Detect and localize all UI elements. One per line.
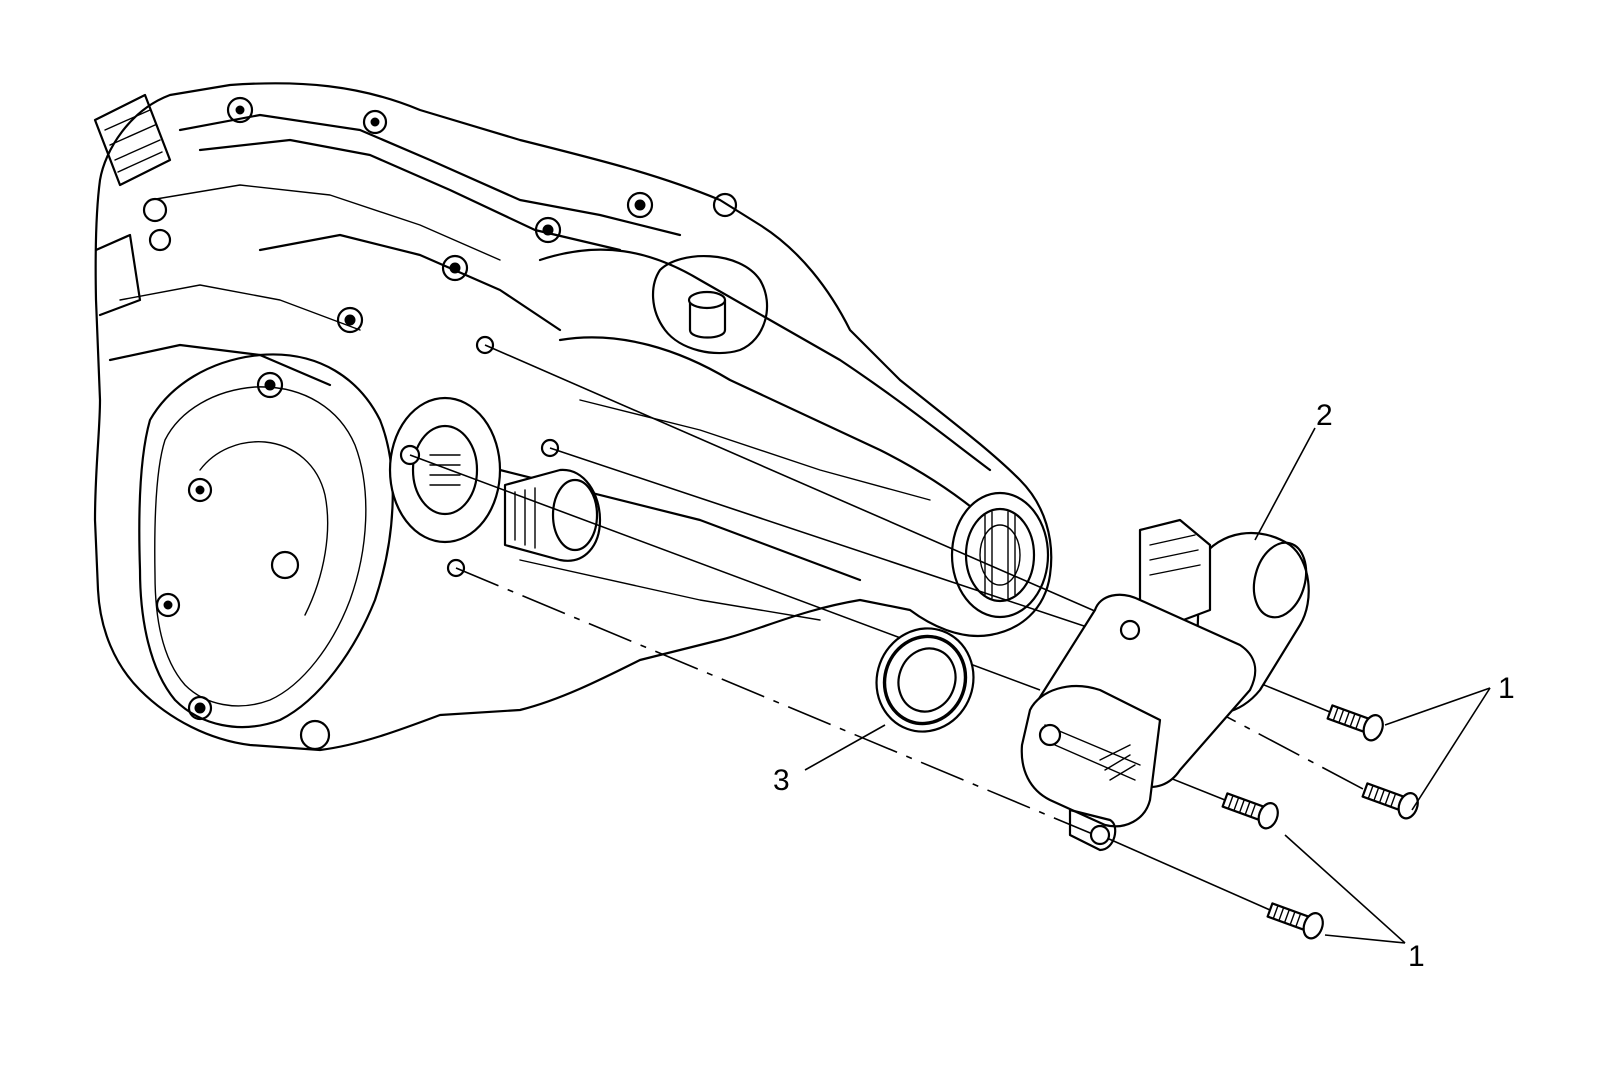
callout-bolts-lower: 1 [1408, 940, 1425, 973]
bolt-lower-1 [1221, 792, 1279, 830]
bolt-upper-1 [1326, 704, 1384, 742]
callout-seal: 3 [773, 764, 790, 797]
bolt-lower-2 [1266, 902, 1324, 940]
encoder-motor [1020, 518, 1310, 852]
callout-bolts-upper: 1 [1498, 672, 1515, 705]
seal [875, 627, 975, 733]
leader-lines [804, 427, 1491, 944]
callout-motor: 2 [1316, 399, 1333, 432]
bolts [1221, 704, 1419, 940]
bolt-upper-2 [1361, 782, 1419, 820]
